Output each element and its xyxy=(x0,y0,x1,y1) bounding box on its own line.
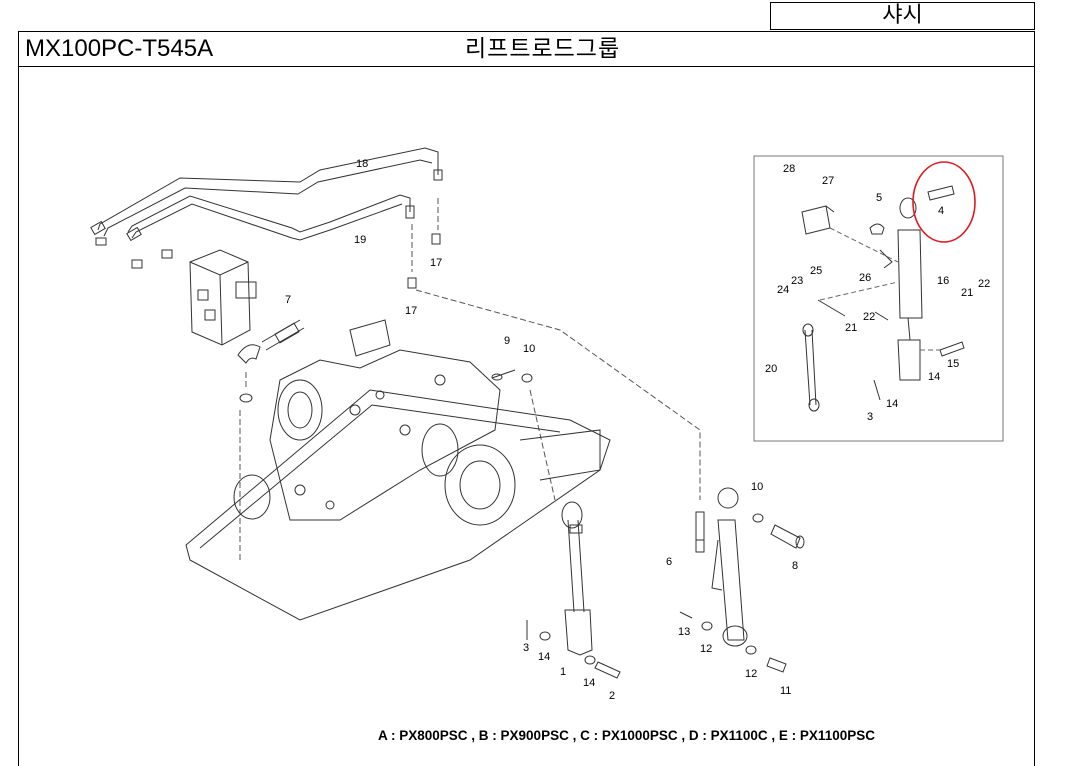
detail-part-label: 26 xyxy=(859,272,871,284)
detail-part-label: 5 xyxy=(876,192,882,204)
detail-part-label: 21 xyxy=(845,322,857,334)
pipe-18 xyxy=(97,147,439,231)
main-part-label: 10 xyxy=(751,481,763,493)
main-part-label: 13 xyxy=(678,626,690,638)
detail-part-label: 22 xyxy=(978,278,990,290)
detail-part-label: 20 xyxy=(765,363,777,375)
detail-part-label: 22 xyxy=(863,311,875,323)
detail-part-label: 21 xyxy=(961,287,973,299)
detail-part-label: 14 xyxy=(886,398,898,410)
title-bar: MX100PC-T545A 리프트로드그룹 xyxy=(18,31,1035,67)
main-part-label: 19 xyxy=(354,234,366,246)
main-part-label: 1 xyxy=(560,666,566,678)
lift-housing xyxy=(185,389,611,621)
highlight-ring xyxy=(912,161,976,243)
detail-part-label: 28 xyxy=(783,163,795,175)
detail-part-label: 15 xyxy=(947,358,959,370)
part-labels: 1819171779101086314114213121211282754232… xyxy=(285,158,990,702)
main-part-label: 8 xyxy=(792,560,798,572)
main-part-label: 6 xyxy=(666,556,672,568)
main-part-label: 9 xyxy=(504,335,510,347)
category-label: 샤시 xyxy=(882,3,923,28)
main-part-label: 14 xyxy=(538,651,550,663)
detail-part-label: 24 xyxy=(777,284,789,296)
diagram-frame xyxy=(18,66,1035,766)
main-part-label: 2 xyxy=(609,690,615,702)
detail-part-label: 14 xyxy=(928,371,940,383)
detail-inset xyxy=(753,155,1004,442)
detail-part-label: 23 xyxy=(791,275,803,287)
detail-part-label: 27 xyxy=(822,175,834,187)
main-part-label: 12 xyxy=(745,668,757,680)
main-part-label: 10 xyxy=(523,343,535,355)
main-part-label: 18 xyxy=(356,158,368,170)
detail-part-label: 4 xyxy=(938,205,944,217)
detail-part-label: 3 xyxy=(867,411,873,423)
main-part-label: 11 xyxy=(780,685,791,697)
main-part-label: 17 xyxy=(430,257,442,269)
category-box: 샤시 xyxy=(770,2,1035,30)
main-part-label: 7 xyxy=(285,294,291,306)
detail-part-label: 25 xyxy=(810,265,822,277)
detail-part-label: 16 xyxy=(937,275,949,287)
main-part-label: 17 xyxy=(405,305,417,317)
main-part-label: 3 xyxy=(523,642,529,654)
pipe-19 xyxy=(127,194,411,233)
lift-cylinder xyxy=(717,519,745,641)
valve-block xyxy=(189,249,251,346)
main-part-label: 14 xyxy=(583,677,595,689)
model-legend: A : PX800PSC , B : PX900PSC , C : PX1000… xyxy=(378,728,875,743)
group-title: 리프트로드그룹 xyxy=(465,36,621,62)
main-part-label: 12 xyxy=(700,643,712,655)
lift-rod xyxy=(567,519,585,613)
model-code: MX100PC-T545A xyxy=(25,35,214,62)
